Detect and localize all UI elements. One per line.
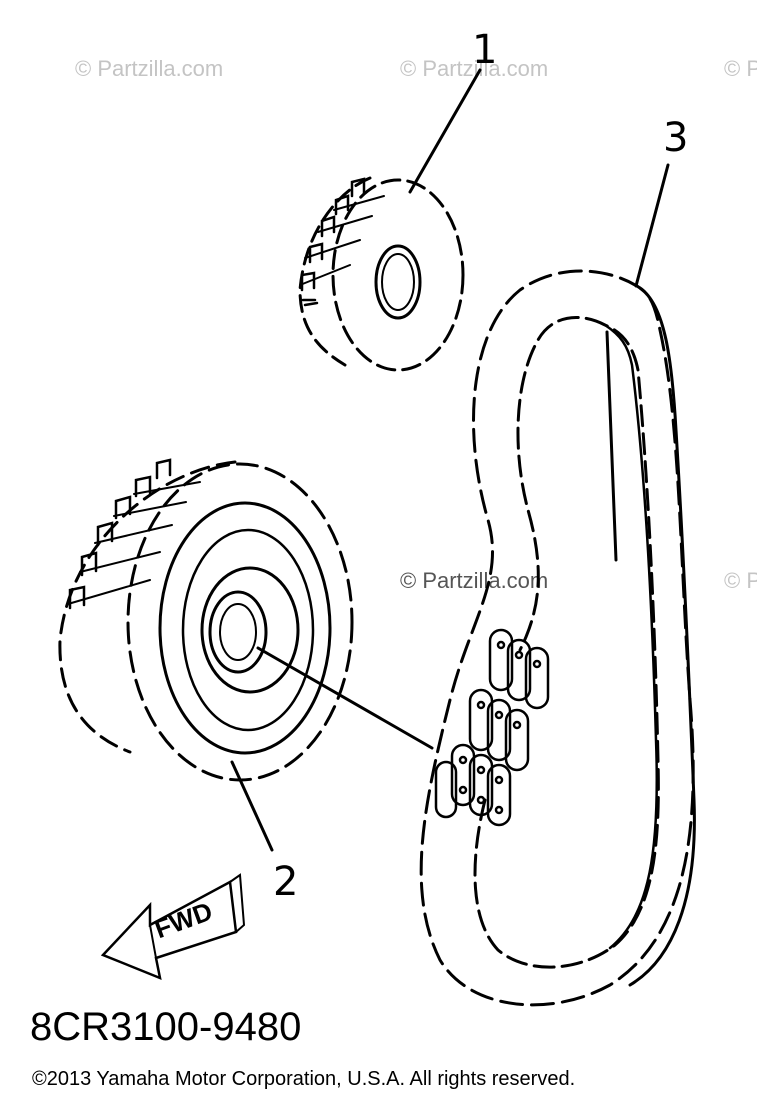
callout-1[interactable]: 1	[472, 27, 498, 73]
watermark: © P	[724, 568, 757, 593]
small-sprocket-icon[interactable]	[298, 176, 465, 372]
watermark: © Partzilla.com	[400, 56, 549, 81]
callout-2[interactable]: 2	[273, 859, 299, 905]
callout-3[interactable]: 3	[663, 115, 689, 161]
callout-2-leader	[230, 760, 274, 852]
forward-arrow-icon	[100, 873, 246, 981]
large-sprocket-icon[interactable]	[58, 458, 354, 782]
callout-3-leader	[634, 163, 670, 288]
copyright-notice: ©2013 Yamaha Motor Corporation, U.S.A. A…	[32, 1068, 576, 1090]
drive-chain-icon[interactable]	[419, 269, 696, 1007]
watermark: © Partzilla.com	[75, 56, 224, 81]
watermark: © P	[724, 56, 757, 81]
watermark: © Partzilla.com	[400, 568, 549, 593]
callout-1-leader	[408, 68, 482, 194]
hub-chain-leader	[256, 646, 434, 750]
diagram-code: 8CR3100-9480	[30, 1005, 302, 1049]
